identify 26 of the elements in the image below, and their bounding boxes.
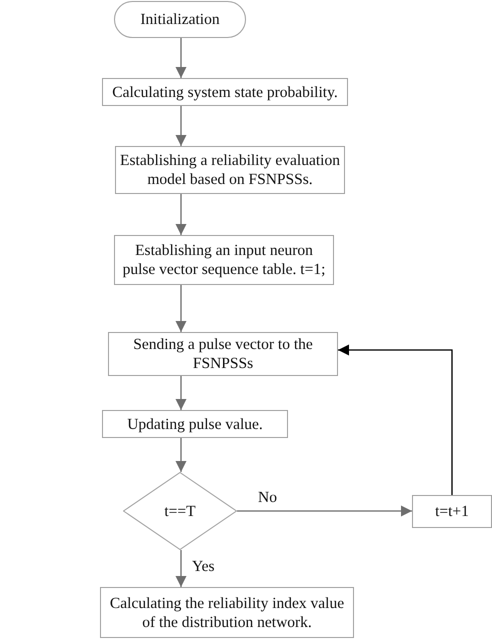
step-text: Calculating system state probability.	[112, 82, 338, 102]
decision-diamond	[123, 472, 237, 550]
arrow	[176, 106, 186, 146]
step-text: Updating pulse value.	[127, 414, 263, 434]
step-text: Establishing an input neuron pulse vector sequence table. t=1;	[122, 241, 326, 279]
process-box	[102, 78, 348, 106]
arrow	[176, 550, 186, 587]
process-box	[102, 410, 288, 438]
arrow	[237, 506, 412, 516]
process-box	[108, 332, 338, 376]
arrow	[176, 194, 186, 235]
step-text: t==T	[164, 502, 196, 520]
step-text: Sending a pulse vector to the FSNPSSs	[132, 335, 314, 373]
process-box	[412, 495, 492, 528]
arrow	[338, 344, 453, 495]
step-text: t=t+1	[435, 502, 469, 521]
arrow	[176, 285, 186, 332]
process-box	[100, 587, 354, 638]
step-text: Initialization	[140, 10, 220, 29]
step-text: Calculating the reliability index value of the distribution network.	[108, 594, 346, 632]
start-terminal	[114, 1, 246, 38]
arrow	[176, 38, 186, 78]
process-box	[114, 235, 334, 285]
arrow	[176, 438, 186, 472]
step-text: Establishing a reliability evaluation model based on FSNPSSs.	[120, 151, 340, 189]
arrow	[176, 376, 186, 410]
